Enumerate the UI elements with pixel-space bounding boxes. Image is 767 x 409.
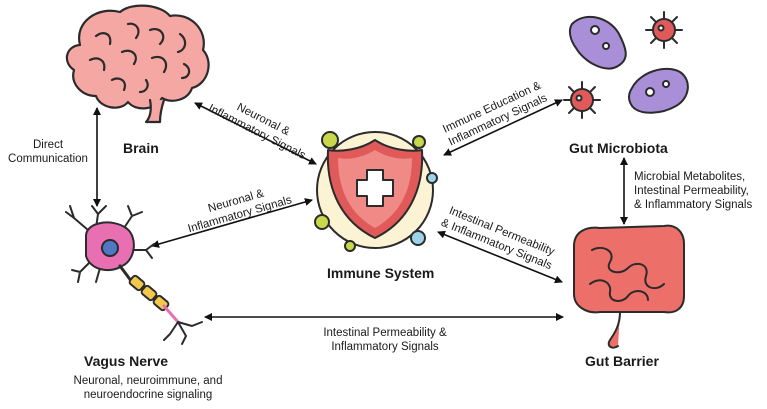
label-brain-vagus-line-1: Direct [32, 139, 64, 151]
label-microbiota-barrier-line-3: & Inflammatory Signals [634, 199, 753, 211]
label-brain-vagus: Direct Communication [2, 138, 94, 166]
label-vagus-barrier: Intestinal Permeability & Inflammatory S… [300, 326, 470, 354]
label-brain-vagus-line-2: Communication [8, 153, 88, 165]
arrow-brain-immune [194, 102, 317, 165]
arrow-immune-barrier [437, 230, 563, 284]
vagus-title: Vagus Nerve [84, 353, 169, 369]
label-vagus-barrier-line-1: Intestinal Permeability & [323, 327, 447, 339]
barrier-title: Gut Barrier [585, 353, 659, 369]
microbiota-title: Gut Microbiota [569, 140, 668, 156]
bacteria-icon [563, 11, 689, 119]
label-vagus-barrier-line-2: Inflammatory Signals [331, 341, 439, 353]
brain-title: Brain [123, 140, 159, 156]
neuron-icon [65, 205, 203, 345]
immune-title: Immune System [327, 265, 435, 281]
label-microbiota-barrier-line-2: Intestinal Permeability, [634, 185, 749, 197]
arrow-vagus-immune [151, 198, 313, 248]
arrow-immune-microbiota [443, 99, 563, 156]
vagus-subtitle-line-1: Neuronal, neuroimmune, and [73, 375, 223, 387]
arrows [93, 99, 628, 321]
intestine-icon [573, 224, 685, 349]
label-microbiota-barrier: Microbial Metabolites, Intestinal Permea… [634, 170, 767, 212]
vagus-subtitle-line-2: neuroendocrine signaling [83, 389, 213, 401]
shield-cross-icon [314, 131, 438, 252]
label-microbiota-barrier-line-1: Microbial Metabolites, [634, 171, 746, 183]
brain-icon [65, 4, 210, 124]
vagus-subtitle: Neuronal, neuroimmune, and neuroendocrin… [63, 374, 233, 402]
